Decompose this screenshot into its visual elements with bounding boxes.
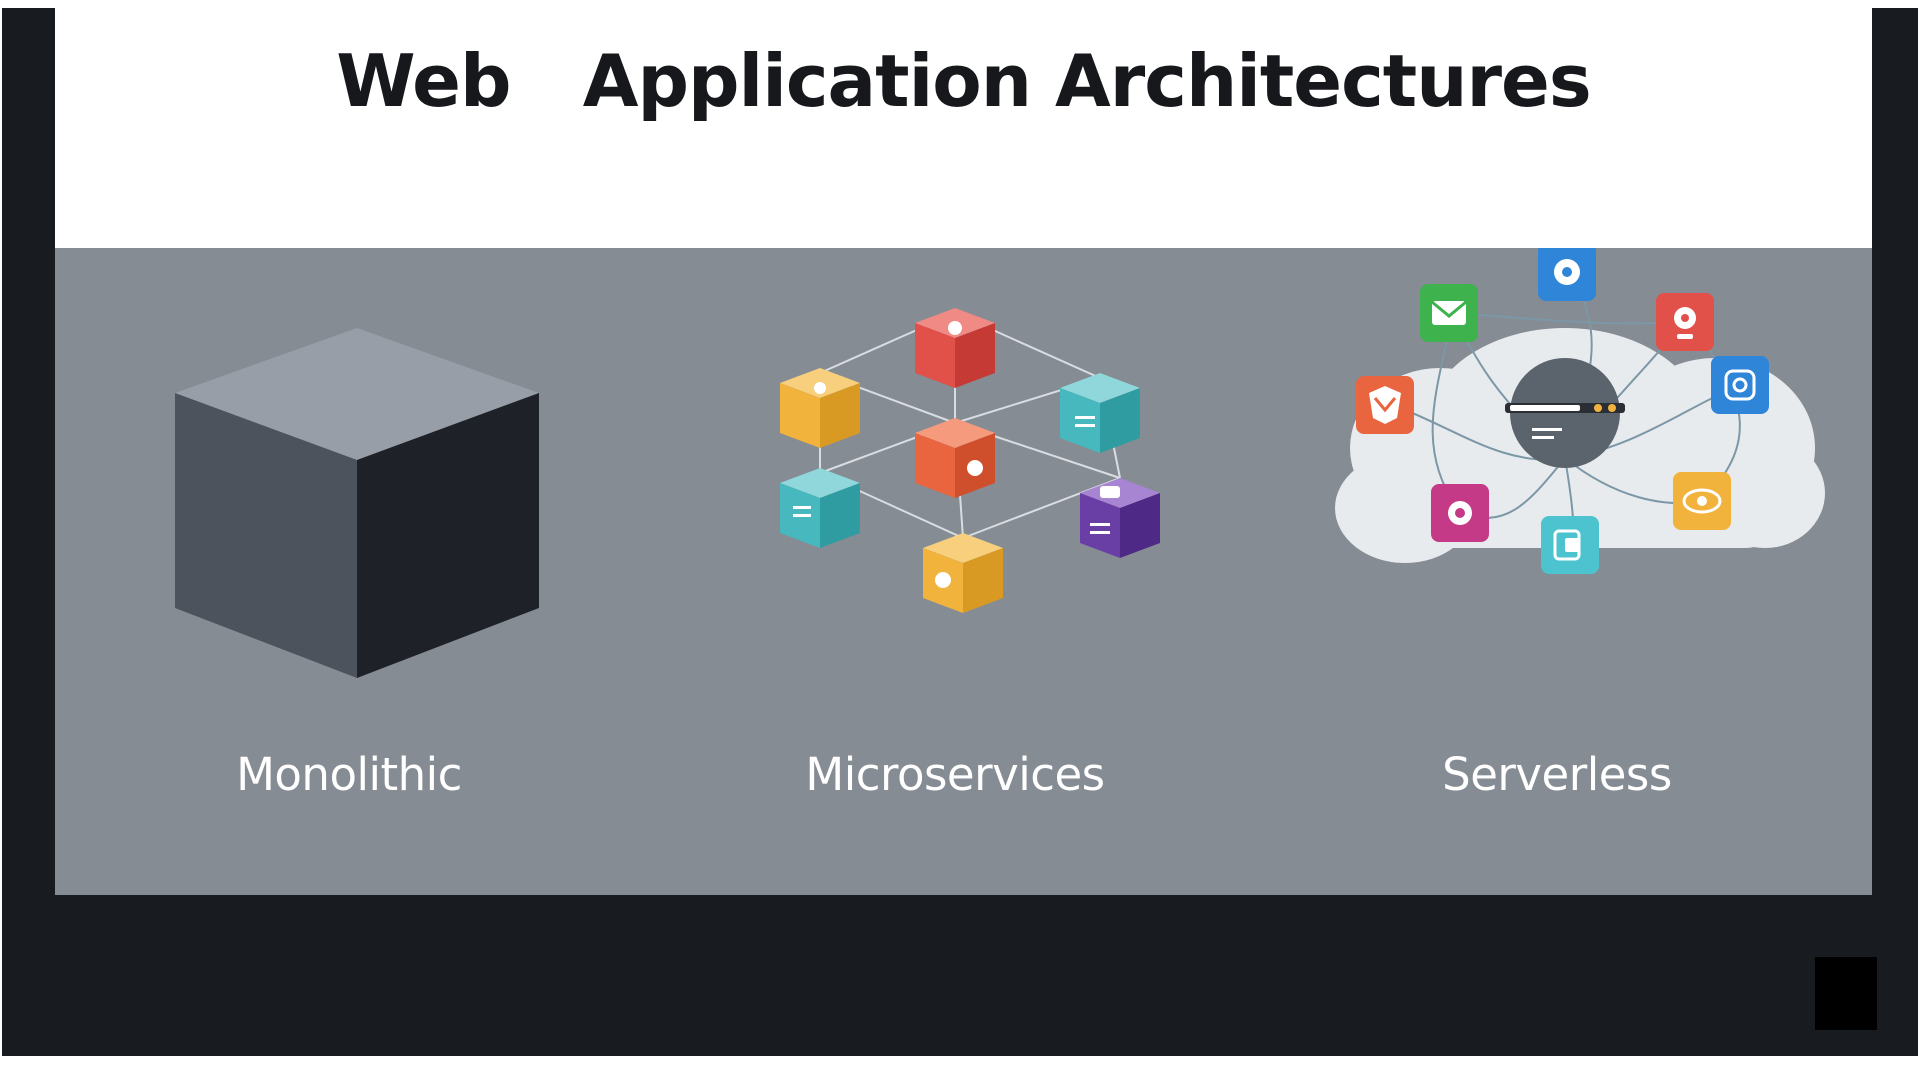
serverless-cloud-icon	[1335, 248, 1825, 574]
label-serverless: Serverless	[1442, 748, 1672, 801]
architecture-panel: Monolithic Microservices Serverless	[55, 248, 1872, 895]
label-monolithic: Monolithic	[236, 748, 462, 801]
monolith-cube-icon	[175, 328, 539, 678]
corner-control-button[interactable]	[1815, 957, 1877, 1030]
slide-title: Web Application Architectures	[336, 38, 1591, 123]
architecture-illustrations	[175, 248, 1825, 678]
slide-header: Web Application Architectures	[55, 8, 1872, 248]
microservices-network-icon	[780, 308, 1160, 613]
label-microservices: Microservices	[805, 748, 1105, 801]
